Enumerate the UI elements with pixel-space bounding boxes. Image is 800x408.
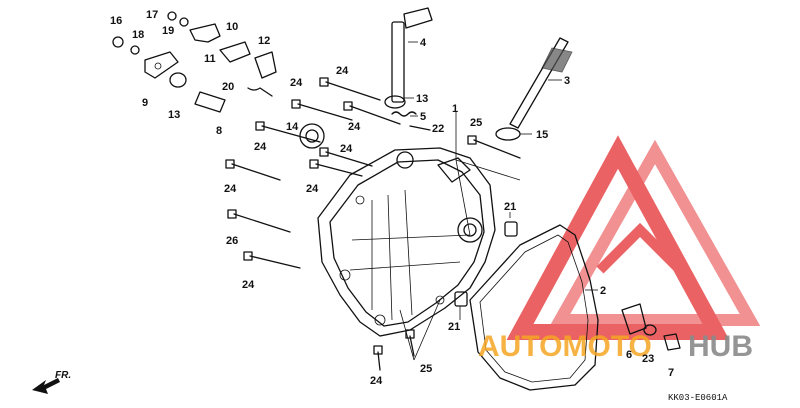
- callout-5: 5: [420, 111, 426, 123]
- front-direction-arrow: FR.: [32, 370, 71, 394]
- callout-3: 3: [564, 75, 570, 87]
- callout-24-b: 24: [290, 77, 303, 89]
- callout-labels: 1 2 3 4 5 6 7 8 9 10 11 12 13 13 14 15 1…: [110, 9, 674, 379]
- callout-18: 18: [132, 29, 144, 41]
- callout-13-right: 13: [416, 93, 428, 105]
- callout-24-bottom: 24: [370, 375, 383, 387]
- callout-12: 12: [258, 35, 270, 47]
- oil-seal-large: [299, 123, 325, 149]
- shaft-pin: [194, 91, 226, 113]
- dowel-pin-lower: [454, 291, 468, 307]
- bolt-16: [112, 36, 124, 48]
- watermark-text-a: AUTOMOTO: [478, 330, 652, 363]
- oil-seal-upper: [384, 95, 406, 109]
- plug-7: [663, 333, 681, 351]
- callout-24-e: 24: [340, 143, 353, 155]
- callout-10: 10: [226, 21, 238, 33]
- callout-24-a: 24: [336, 65, 349, 77]
- callout-16: 16: [110, 15, 122, 27]
- callout-20: 20: [222, 81, 234, 93]
- leader-lines: [399, 41, 598, 361]
- washer-18: [130, 45, 140, 55]
- callout-8: 8: [216, 125, 222, 137]
- callout-7: 7: [668, 367, 674, 379]
- spacer-6: [621, 303, 647, 335]
- switch-bracket: [219, 41, 251, 63]
- callout-23: 23: [642, 353, 654, 365]
- callout-17: 17: [146, 9, 158, 21]
- front-label: FR.: [55, 370, 71, 381]
- callout-26: 26: [226, 235, 238, 247]
- callout-21-upper: 21: [504, 201, 516, 213]
- callout-19: 19: [162, 25, 174, 37]
- o-ring-23: [643, 324, 657, 336]
- diagram-code: KK03-E0601A: [668, 393, 728, 403]
- callout-25-lower: 25: [420, 363, 432, 375]
- screw-17: [167, 11, 177, 21]
- dowel-pin-upper: [504, 221, 518, 237]
- callout-9: 9: [142, 97, 148, 109]
- crankcase-cover: [317, 147, 496, 337]
- shift-shaft: [391, 7, 433, 103]
- bolt-set: [225, 77, 521, 371]
- callout-6: 6: [626, 349, 632, 361]
- callout-14: 14: [286, 121, 299, 133]
- return-spring: [391, 111, 417, 117]
- washer-19: [179, 17, 189, 27]
- callout-24-g: 24: [224, 183, 237, 195]
- watermark-text-b: HUB: [688, 330, 753, 363]
- callout-21-lower: 21: [448, 321, 460, 333]
- oil-dipstick: [495, 37, 573, 141]
- wire-clip: [247, 87, 273, 97]
- callout-22: 22: [432, 123, 444, 135]
- gasket: [469, 224, 599, 391]
- callout-24-d: 24: [254, 141, 267, 153]
- watermark-logo: [506, 135, 761, 340]
- callout-2: 2: [600, 285, 606, 297]
- neutral-switch: [254, 51, 277, 79]
- arm-bracket: [144, 51, 179, 79]
- callout-24-h: 24: [242, 279, 255, 291]
- dowel-pin-small: [409, 125, 431, 131]
- callout-11: 11: [204, 53, 216, 65]
- oil-seal-small: [169, 72, 187, 88]
- stopper-plate: [189, 23, 221, 43]
- callout-13-left: 13: [168, 109, 180, 121]
- callout-25-upper: 25: [470, 117, 482, 129]
- callout-24-c: 24: [348, 121, 361, 133]
- callout-4: 4: [420, 37, 427, 49]
- callout-24-f: 24: [306, 183, 319, 195]
- callout-15: 15: [536, 129, 548, 141]
- callout-1: 1: [452, 103, 458, 115]
